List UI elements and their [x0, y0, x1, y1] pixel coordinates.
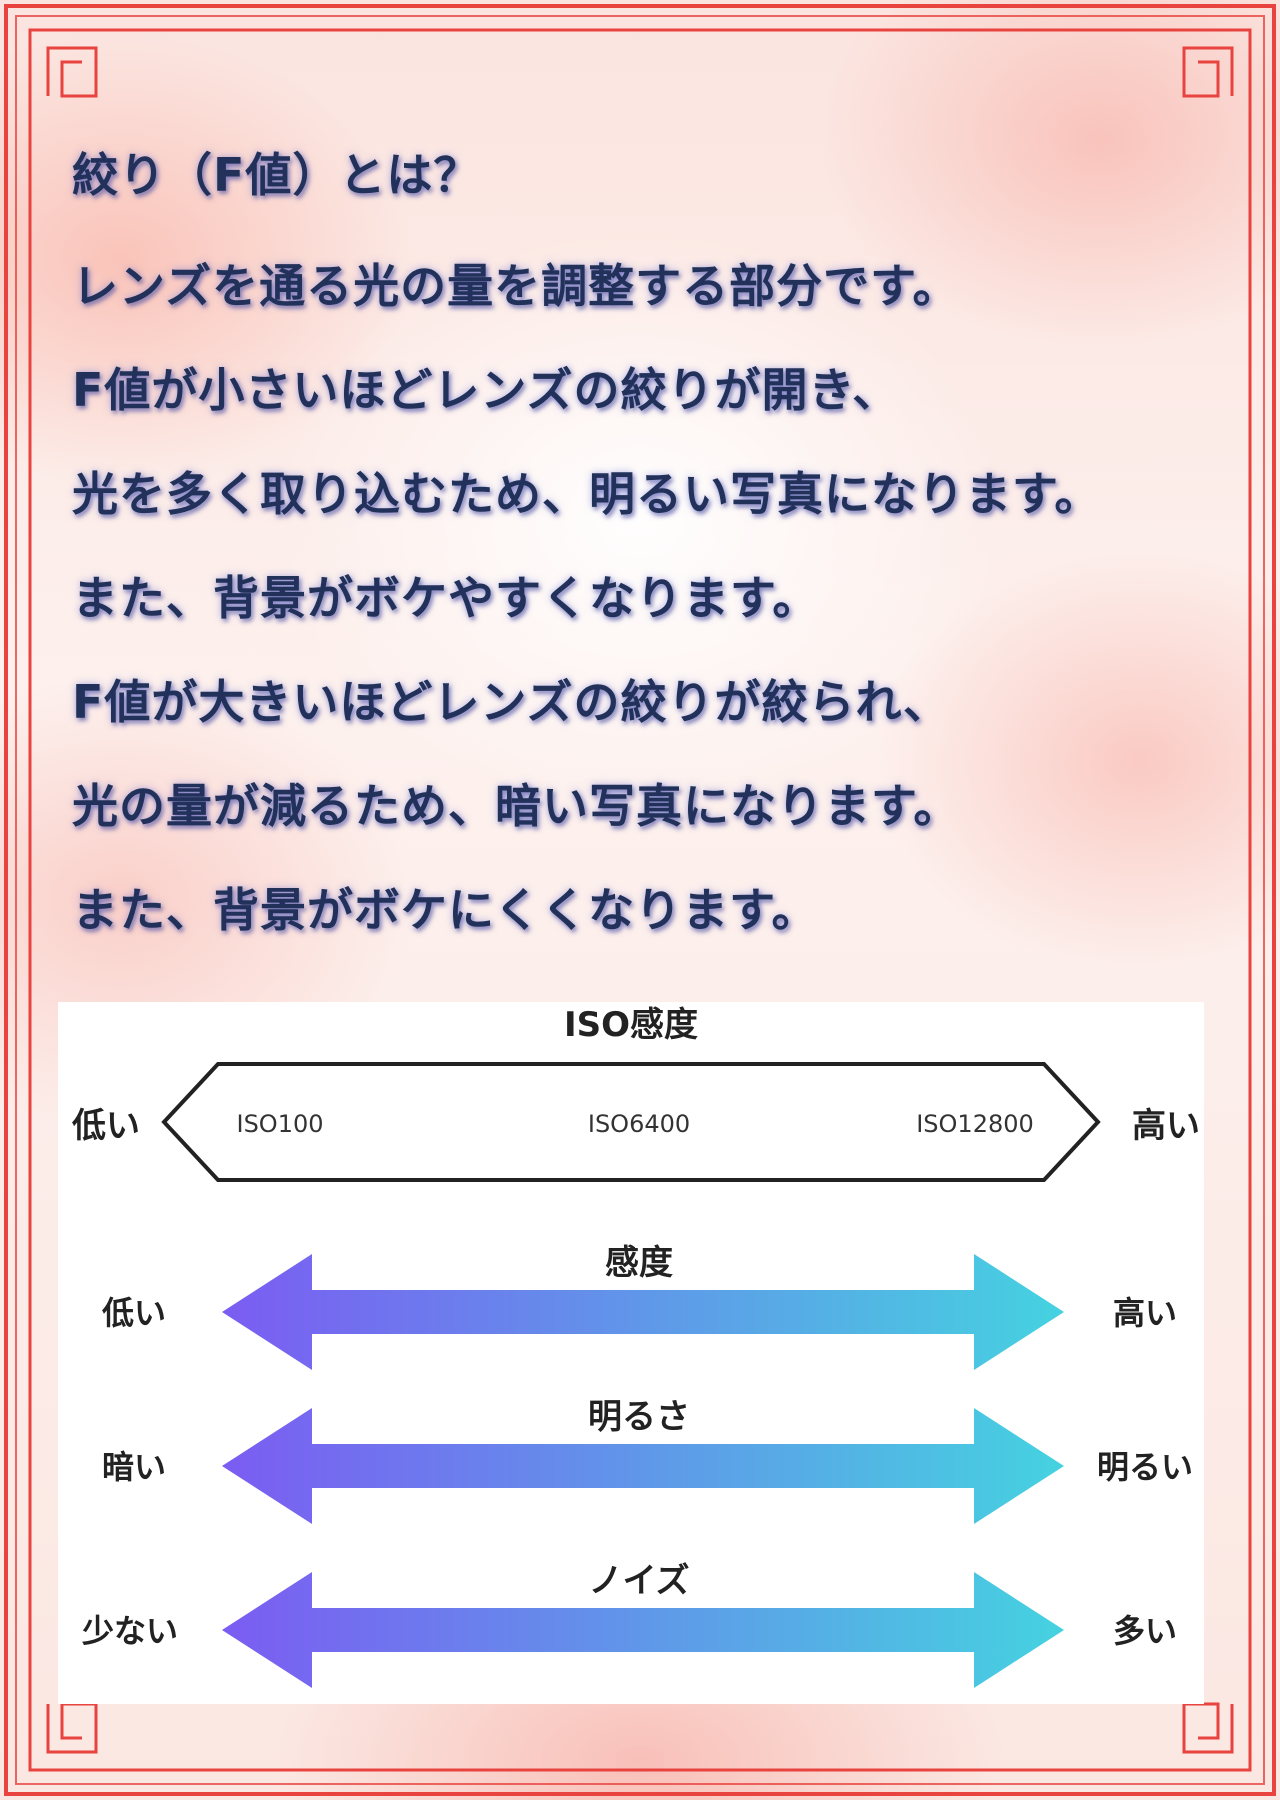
arrow-2-right-label: 明るい	[1097, 1448, 1193, 1486]
arrow-1-title: 感度	[605, 1243, 673, 1283]
heading: 絞り（F値）とは？	[72, 148, 481, 202]
iso-tick-2: ISO6400	[588, 1110, 690, 1138]
iso-tick-3: ISO12800	[916, 1110, 1034, 1138]
explanation-text: 絞り（F値）とは？ レンズを通る光の量を調整する部分です。 F値が小さいほどレン…	[72, 140, 1252, 962]
arrow-1-right-label: 高い	[1113, 1294, 1177, 1332]
arrow-3-left-label: 少ない	[82, 1612, 178, 1650]
text-line-4: また、背景がボケやすくなります。	[72, 571, 820, 625]
text-line-6: 光の量が減るため、暗い写真になります。	[72, 779, 961, 833]
iso-title: ISO感度	[564, 1005, 698, 1045]
arrow-1-shape	[222, 1254, 1064, 1370]
arrow-3-title: ノイズ	[589, 1561, 690, 1601]
text-line-1: レンズを通る光の量を調整する部分です。	[72, 259, 960, 313]
text-line-7: また、背景がボケにくくなります。	[72, 883, 819, 937]
arrow-2-shape	[222, 1408, 1064, 1524]
text-line-5: F値が大きいほどレンズの絞りが絞られ、	[72, 675, 950, 729]
arrow-3-right-label: 多い	[1113, 1612, 1177, 1650]
arrow-2-left-label: 暗い	[102, 1448, 166, 1486]
iso-left-label: 低い	[72, 1106, 140, 1146]
iso-diagram-panel: ISO感度 低い 高い ISO100 ISO6400 ISO12800 感度 低…	[58, 1002, 1204, 1704]
text-line-2: F値が小さいほどレンズの絞りが開き、	[72, 363, 900, 417]
arrow-3-shape	[222, 1572, 1064, 1688]
iso-diagram: ISO感度 低い 高い ISO100 ISO6400 ISO12800 感度 低…	[72, 1005, 1200, 1688]
arrow-1-left-label: 低い	[102, 1294, 166, 1332]
iso-tick-1: ISO100	[236, 1110, 323, 1138]
arrow-2-title: 明るさ	[588, 1397, 690, 1437]
iso-right-label: 高い	[1132, 1106, 1200, 1146]
text-line-3: 光を多く取り込むため、明るい写真になります。	[72, 467, 1102, 521]
iso-scale-shape	[161, 1062, 1101, 1182]
